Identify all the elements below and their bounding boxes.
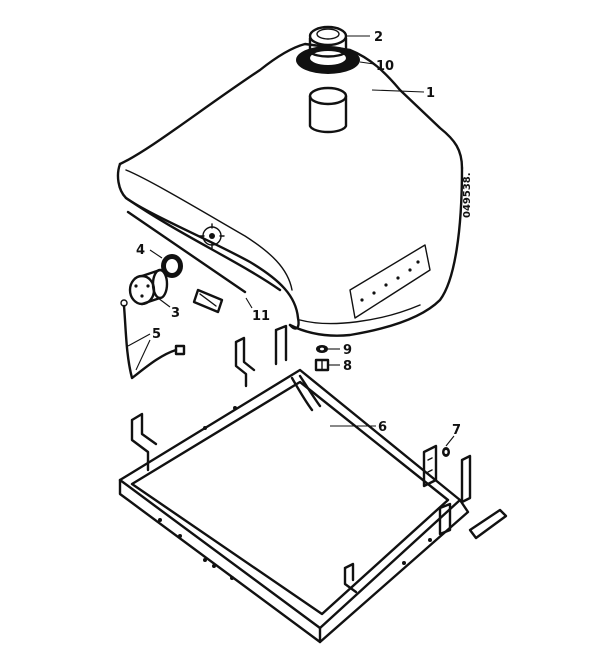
gauge-gasket — [161, 254, 183, 278]
callout-5: 5 — [152, 327, 161, 342]
frame-bolt — [442, 447, 450, 457]
mounting-nut — [314, 358, 330, 372]
mounting-washer — [316, 345, 328, 353]
callouts: 1 2 3 4 5 6 7 8 9 10 11 — [136, 30, 461, 438]
callout-10: 10 — [376, 59, 394, 74]
callout-2: 2 — [374, 30, 383, 45]
tank-support-frame — [118, 324, 508, 644]
filler-neck — [308, 86, 348, 134]
gauge-wire — [120, 299, 186, 380]
callout-6: 6 — [378, 420, 387, 435]
callout-4: 4 — [136, 243, 145, 258]
callout-3: 3 — [171, 306, 180, 321]
gauge-opening — [199, 223, 225, 249]
drawing-code: 049538. — [462, 172, 473, 218]
callout-11: 11 — [252, 309, 270, 324]
callout-8: 8 — [343, 359, 352, 374]
tank-strap — [126, 210, 247, 294]
flap-holes — [360, 260, 420, 302]
callout-1: 1 — [426, 86, 435, 101]
callout-9: 9 — [343, 343, 352, 358]
fuel-gauge-sender — [128, 268, 224, 314]
leader-lines — [127, 35, 455, 447]
callout-7: 7 — [452, 423, 461, 438]
fuel-tank — [116, 42, 464, 337]
cap-gasket — [296, 46, 360, 74]
